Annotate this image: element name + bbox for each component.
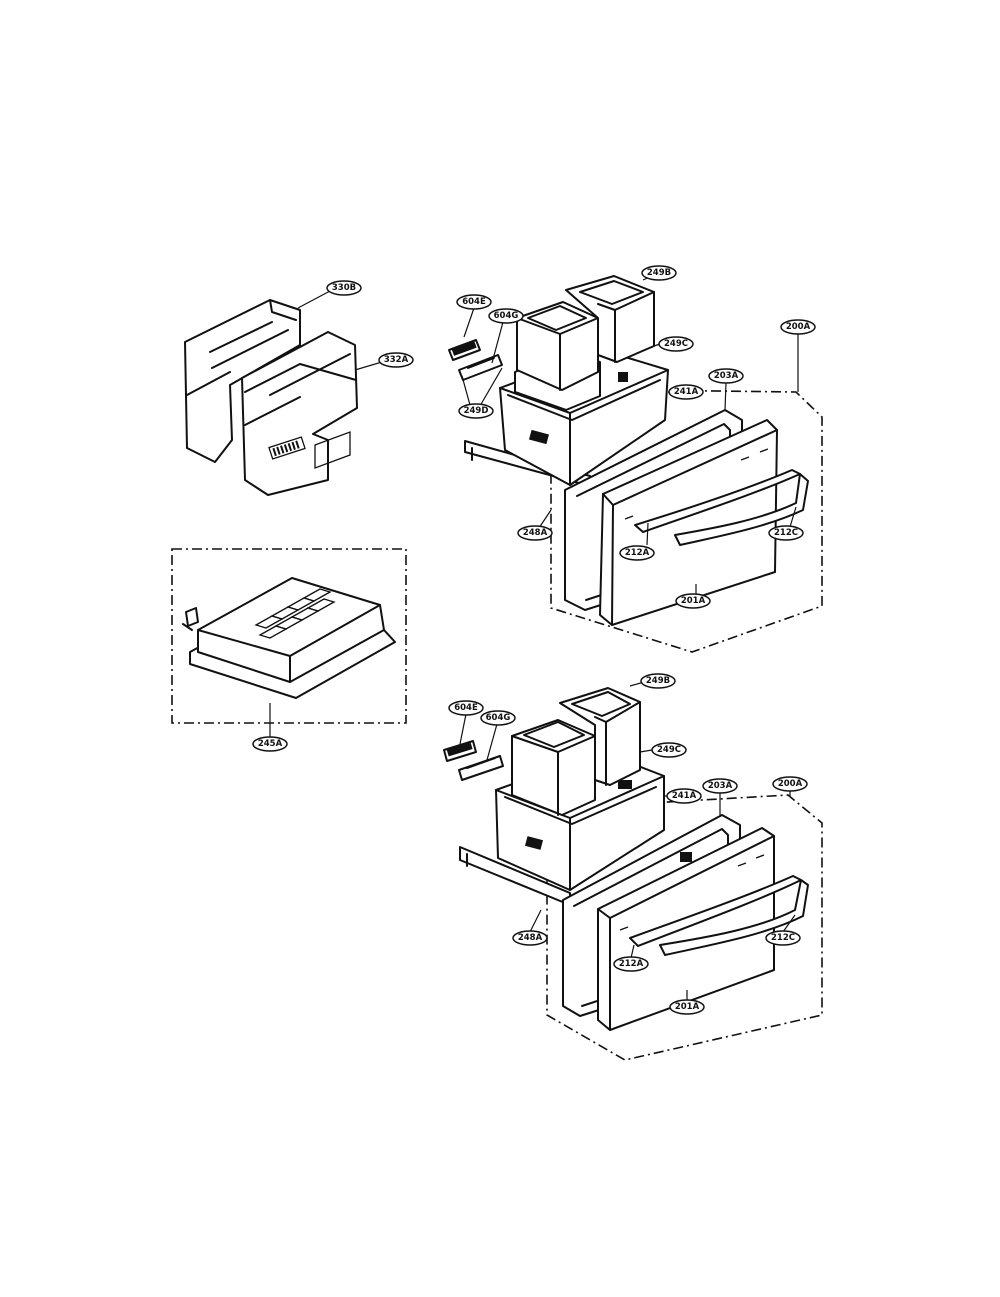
callout-bottom-249b: 249B: [640, 673, 676, 689]
callout-bottom-604e: 604E: [448, 700, 484, 716]
callout-top-604g-text: 604G: [494, 311, 519, 321]
callout-bottom-212c-text: 212C: [771, 933, 795, 943]
callout-bottom-241a-text: 241A: [672, 791, 697, 801]
callout-top-212a: 212A: [619, 545, 655, 561]
callout-bottom-249c-text: 249C: [657, 745, 681, 755]
callout-245a-text: 245A: [258, 739, 283, 749]
callout-bottom-248a-text: 248A: [518, 933, 543, 943]
top-drawer-assembly: [448, 275, 823, 653]
callout-bottom-249c: 249C: [651, 742, 687, 758]
callout-top-249b: 249B: [641, 265, 677, 281]
callout-bottom-249b-text: 249B: [646, 676, 670, 686]
callout-bottom-203a-text: 203A: [708, 781, 733, 791]
callout-top-249d-text: 249D: [464, 406, 489, 416]
callout-bottom-248a: 248A: [512, 930, 548, 946]
callout-top-604g: 604G: [488, 308, 524, 324]
callout-top-241a: 241A: [668, 384, 704, 400]
callout-bottom-201a-text: 201A: [675, 1002, 700, 1012]
drawer-cover-assembly: [184, 299, 358, 496]
callout-top-201a-text: 201A: [681, 596, 706, 606]
callout-bottom-200a: 200A: [772, 776, 808, 792]
callout-top-248a: 248A: [517, 525, 553, 541]
callout-245a: 245A: [252, 736, 288, 752]
callout-bottom-604g: 604G: [480, 710, 516, 726]
callout-bottom-212a-text: 212A: [619, 959, 644, 969]
callout-top-203a: 203A: [708, 368, 744, 384]
callout-bottom-212c: 212C: [765, 930, 801, 946]
callout-bottom-241a: 241A: [666, 788, 702, 804]
callout-top-248a-text: 248A: [523, 528, 548, 538]
callout-bottom-604e-text: 604E: [454, 703, 478, 713]
callout-330b-text: 330B: [332, 283, 356, 293]
callout-top-212a-text: 212A: [625, 548, 650, 558]
dashed-group-box-245a: [171, 548, 407, 724]
callout-top-241a-text: 241A: [674, 387, 699, 397]
callout-top-201a: 201A: [675, 593, 711, 609]
callout-bottom-200a-text: 200A: [778, 779, 803, 789]
callout-top-249b-text: 249B: [647, 268, 671, 278]
callout-top-200a: 200A: [780, 319, 816, 335]
callout-top-212c: 212C: [768, 525, 804, 541]
callout-330b: 330B: [326, 280, 362, 296]
callout-bottom-203a: 203A: [702, 778, 738, 794]
callout-bottom-604g-text: 604G: [486, 713, 511, 723]
callout-top-203a-text: 203A: [714, 371, 739, 381]
callout-332a: 332A: [378, 352, 414, 368]
callout-top-249c-text: 249C: [664, 339, 688, 349]
callout-top-604e-text: 604E: [462, 297, 486, 307]
drawer-tray-245a: [182, 577, 396, 699]
callout-top-249d: 249D: [458, 403, 494, 419]
callout-332a-text: 332A: [384, 355, 409, 365]
callout-bottom-201a: 201A: [669, 999, 705, 1015]
callout-top-604e: 604E: [456, 294, 492, 310]
callout-top-212c-text: 212C: [774, 528, 798, 538]
callout-top-200a-text: 200A: [786, 322, 811, 332]
callout-top-249c: 249C: [658, 336, 694, 352]
callout-bottom-212a: 212A: [613, 956, 649, 972]
bottom-drawer-assembly: [443, 687, 823, 1061]
